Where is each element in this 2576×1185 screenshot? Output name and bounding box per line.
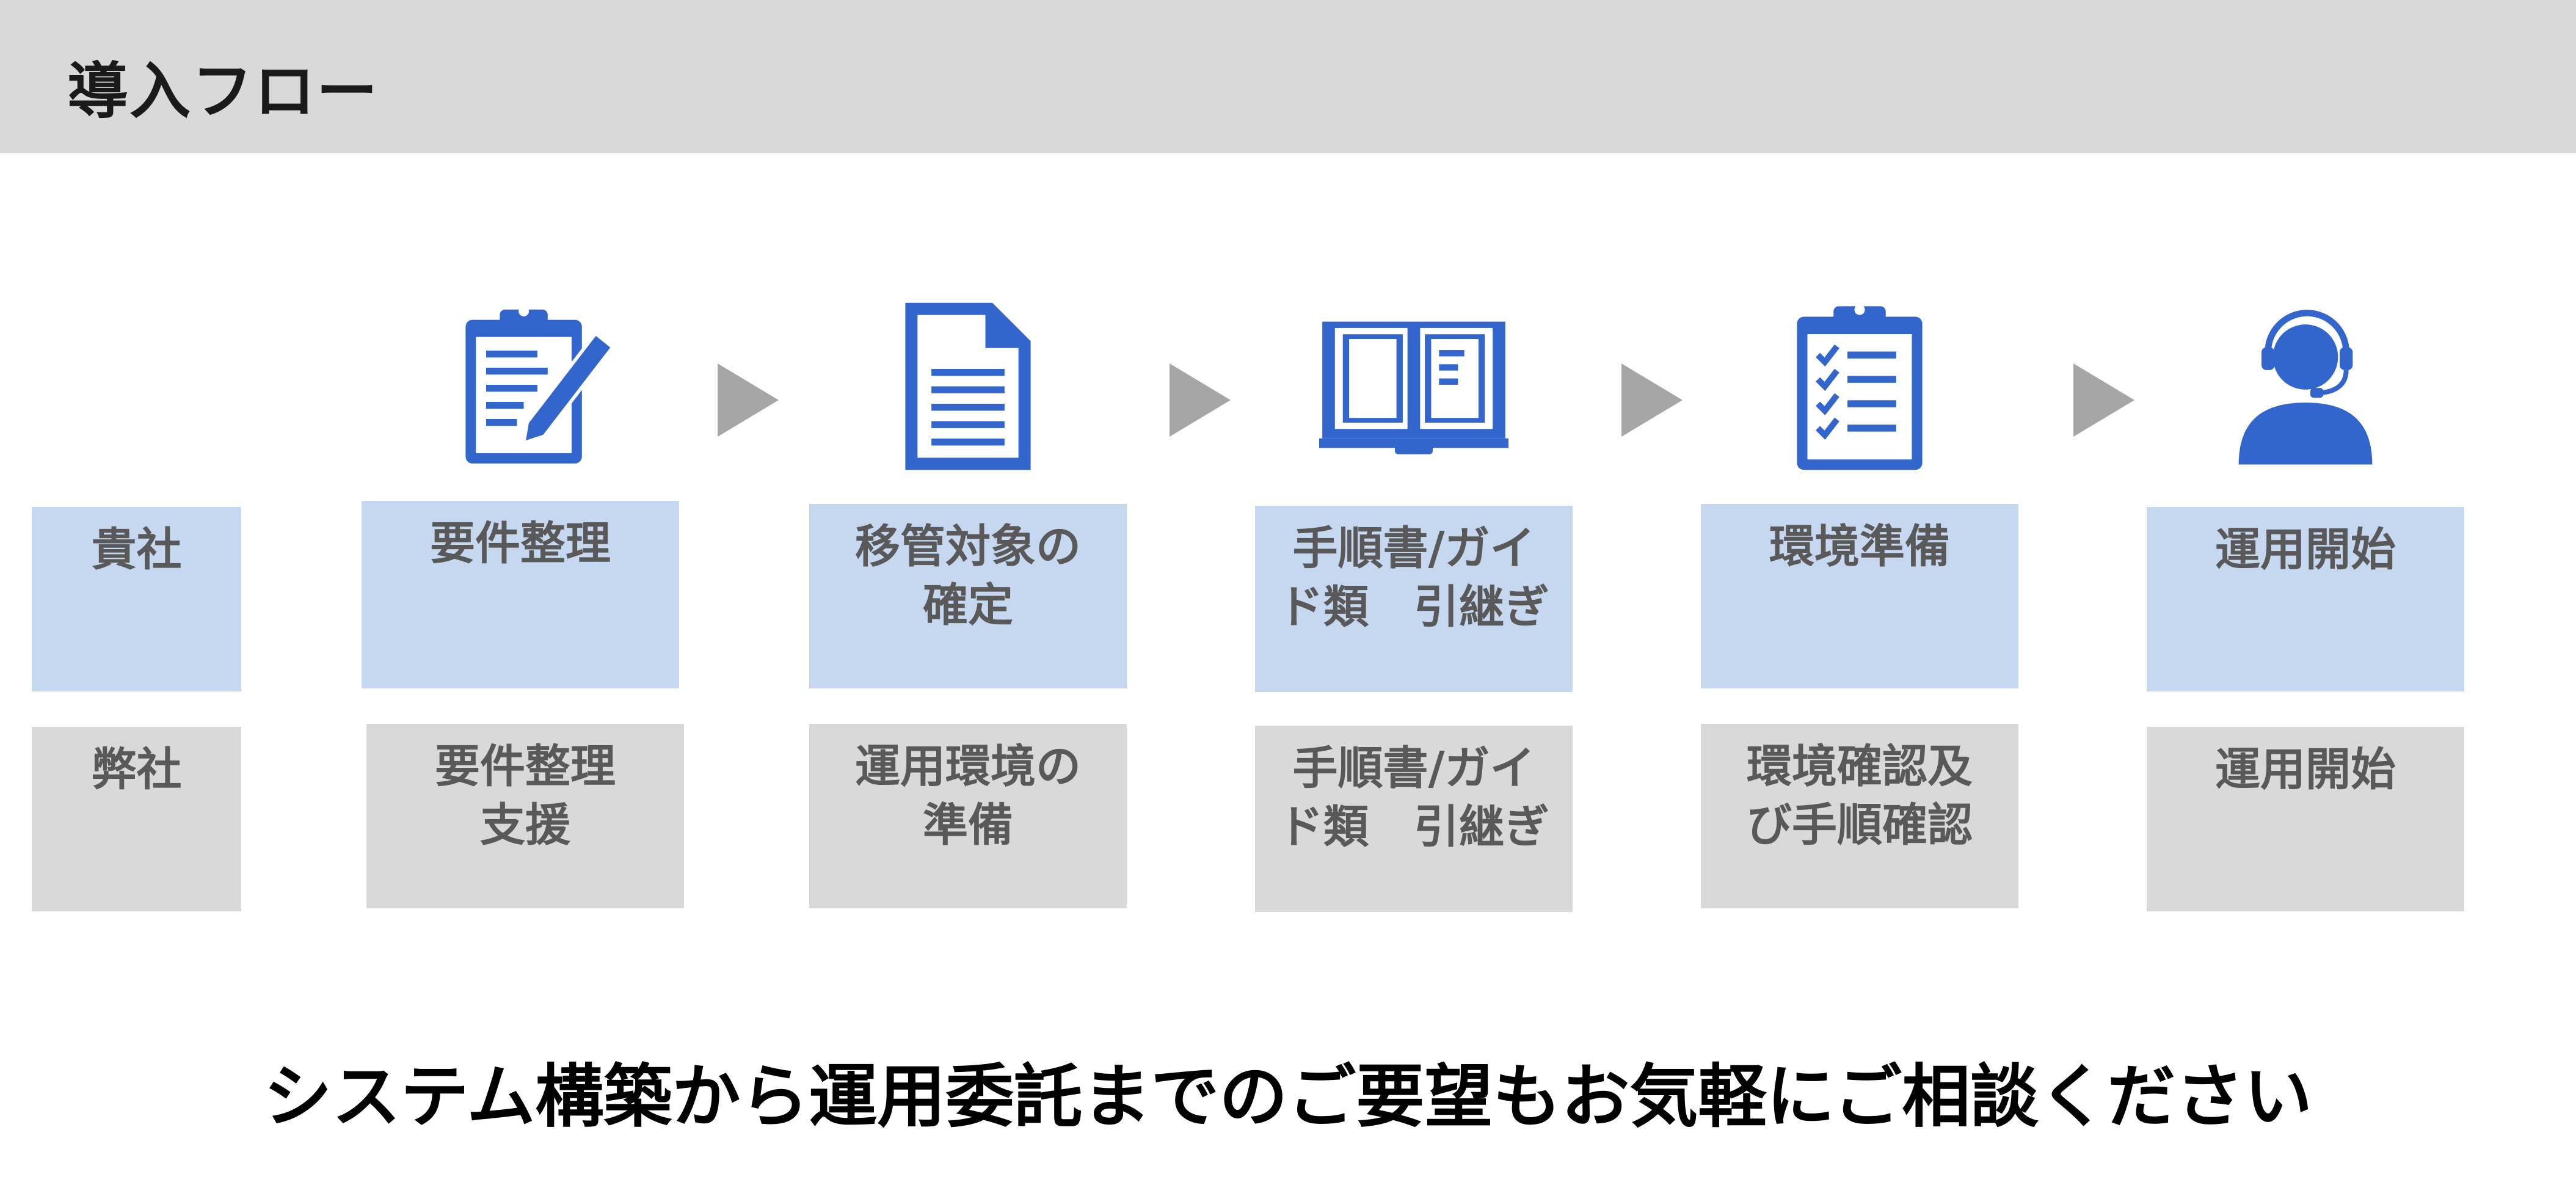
checklist-icon <box>1789 299 1930 473</box>
vendor-step-operation-start: 運用開始 <box>2147 727 2464 911</box>
vendor-step-manual-handover: 手順書/ガイ ド類 引継ぎ <box>1255 726 1573 912</box>
clipboard-pencil-icon <box>452 299 623 470</box>
tagline: システム構築から運用委託までのご要望もお気軽にご相談ください <box>263 1057 2313 1137</box>
vendor-row-label: 弊社 <box>32 727 241 911</box>
vendor-step-requirements-support: 要件整理 支援 <box>366 724 684 908</box>
document-icon <box>898 299 1038 473</box>
client-step-migration-scope: 移管対象の 確定 <box>809 504 1127 688</box>
page-title: 導入フロー <box>67 56 379 127</box>
flow-arrow-1 <box>718 363 779 437</box>
header-bar: 導入フロー <box>0 0 2576 153</box>
client-step-environment-prep: 環境準備 <box>1701 504 2018 688</box>
headset-operator-icon <box>2232 302 2379 470</box>
vendor-step-environment-setup: 運用環境の 準備 <box>809 724 1127 908</box>
flow-arrow-4 <box>2073 363 2134 437</box>
client-step-requirements: 要件整理 <box>362 501 679 688</box>
flow-arrow-3 <box>1621 363 1683 437</box>
vendor-step-environment-check: 環境確認及 び手順確認 <box>1701 724 2018 908</box>
client-row-label: 貴社 <box>32 507 241 691</box>
open-book-icon <box>1319 315 1508 458</box>
client-step-manual-handover: 手順書/ガイ ド類 引継ぎ <box>1255 506 1573 692</box>
client-step-operation-start: 運用開始 <box>2147 507 2464 691</box>
flow-arrow-2 <box>1170 363 1231 437</box>
